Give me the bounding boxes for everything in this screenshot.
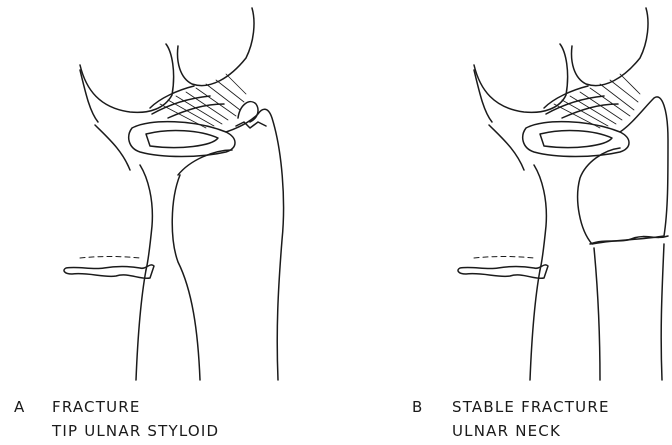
- caption-a-line2: TIP ULNAR STYLOID: [52, 420, 219, 442]
- caption-a-letter: A: [14, 396, 25, 418]
- caption-b-letter: B: [412, 396, 424, 418]
- caption-a-line1: FRACTURE: [52, 396, 141, 418]
- caption-b-line1: STABLE FRACTURE: [452, 396, 610, 418]
- caption-b-line2: ULNAR NECK: [452, 420, 561, 442]
